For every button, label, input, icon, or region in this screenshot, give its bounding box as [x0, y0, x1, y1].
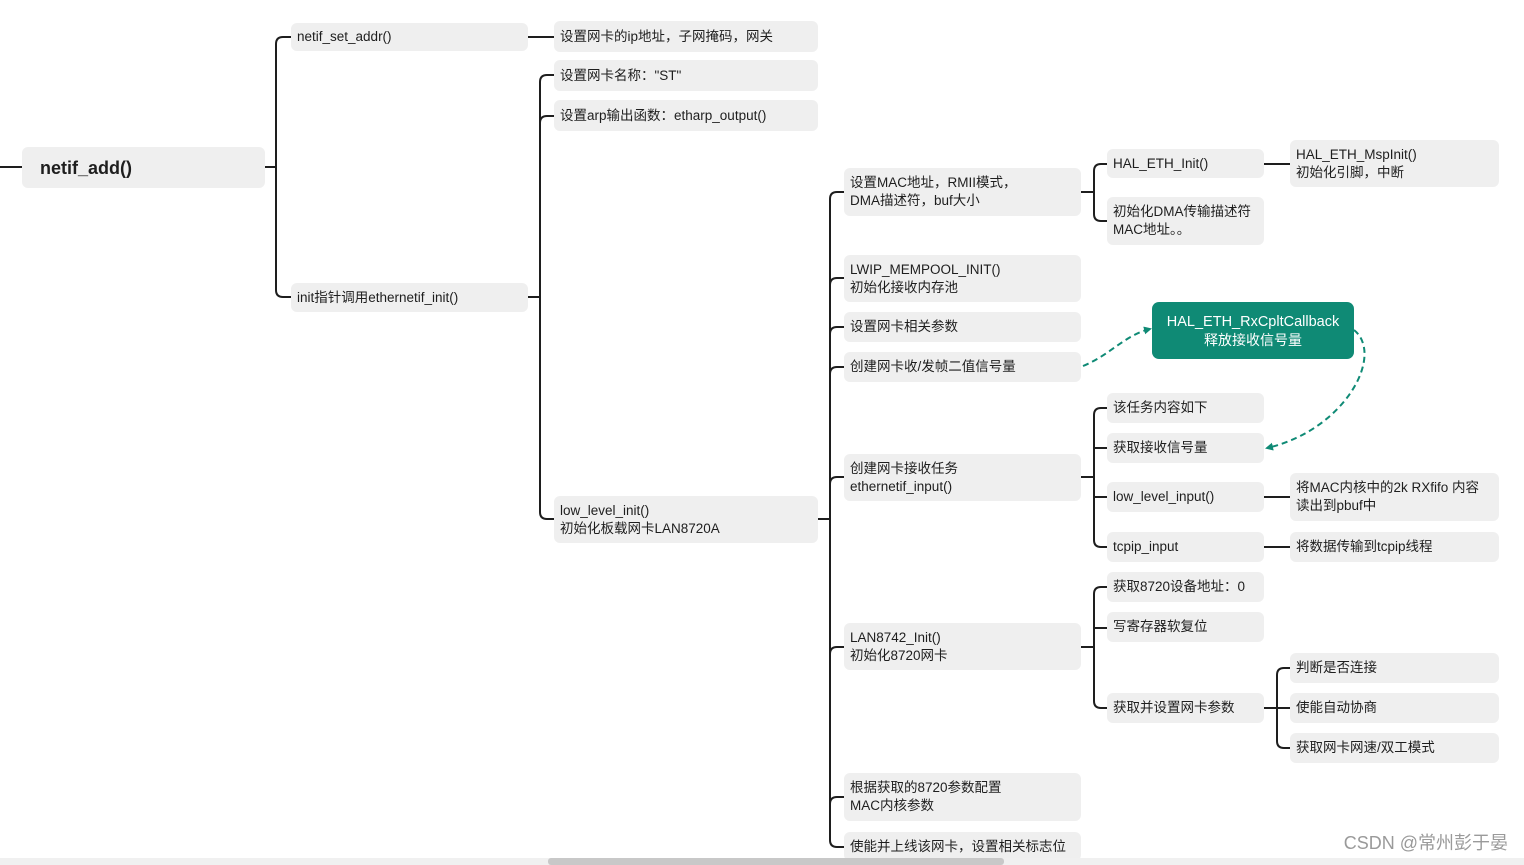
- node-set-params[interactable]: 设置网卡相关参数: [844, 312, 1081, 342]
- node-set-arp[interactable]: 设置arp输出函数：etharp_output(): [554, 100, 818, 131]
- node-tcpip-input[interactable]: tcpip_input: [1107, 532, 1264, 562]
- node-low-level-input[interactable]: low_level_input(): [1107, 482, 1264, 512]
- node-config-mac[interactable]: 根据获取的8720参数配置 MAC内核参数: [844, 773, 1081, 821]
- node-auto-neg[interactable]: 使能自动协商: [1290, 693, 1499, 723]
- node-set-mac[interactable]: 设置MAC地址，RMII模式， DMA描述符，buf大小: [844, 168, 1081, 216]
- node-netif-add[interactable]: netif_add(): [22, 147, 265, 188]
- node-rx-cplt-callback[interactable]: HAL_ETH_RxCpltCallback 释放接收信号量: [1152, 302, 1354, 359]
- node-read-fifo[interactable]: 将MAC内核中的2k RXfifo 内容 读出到pbuf中: [1290, 473, 1499, 521]
- node-netif-set-addr[interactable]: netif_set_addr(): [291, 23, 528, 51]
- edge-root-split: [265, 36, 291, 298]
- node-dma-desc-init[interactable]: 初始化DMA传输描述符 MAC地址。。: [1107, 197, 1264, 245]
- node-get-addr[interactable]: 获取8720设备地址：0: [1107, 572, 1264, 602]
- watermark: CSDN @常州彭于晏: [1343, 833, 1508, 853]
- node-to-tcpip[interactable]: 将数据传输到tcpip线程: [1290, 532, 1499, 562]
- edge-init-children: [528, 74, 554, 520]
- node-hal-eth-init[interactable]: HAL_ETH_Init(): [1107, 149, 1264, 178]
- node-task-content[interactable]: 该任务内容如下: [1107, 393, 1264, 423]
- node-create-task[interactable]: 创建网卡接收任务 ethernetif_input(): [844, 454, 1081, 501]
- node-lwip-mempool[interactable]: LWIP_MEMPOOL_INIT() 初始化接收内存池: [844, 255, 1081, 302]
- edge-params-children: [1264, 667, 1290, 749]
- node-set-name[interactable]: 设置网卡名称："ST": [554, 60, 818, 91]
- node-get-speed[interactable]: 获取网卡网速/双工模式: [1290, 733, 1499, 763]
- node-soft-reset[interactable]: 写寄存器软复位: [1107, 612, 1264, 642]
- node-get-set-params[interactable]: 获取并设置网卡参数: [1107, 693, 1264, 723]
- scrollbar-thumb[interactable]: [548, 858, 1004, 865]
- node-enable-netif[interactable]: 使能并上线该网卡，设置相关标志位: [844, 832, 1081, 861]
- node-check-link[interactable]: 判断是否连接: [1290, 653, 1499, 683]
- node-create-sem[interactable]: 创建网卡收/发帧二值信号量: [844, 352, 1081, 382]
- node-lan8742-init[interactable]: LAN8742_Init() 初始化8720网卡: [844, 623, 1081, 670]
- horizontal-scrollbar[interactable]: [0, 858, 1524, 865]
- edge-task-children: [1081, 407, 1107, 548]
- dashed-arrow-sem-to-callback: [1082, 326, 1152, 367]
- node-low-level-init[interactable]: low_level_init() 初始化板载网卡LAN8720A: [554, 496, 818, 543]
- edge-lowlevel-children: [818, 191, 844, 848]
- edge-lan-children: [1081, 586, 1107, 709]
- node-init-call[interactable]: init指针调用ethernetif_init(): [291, 283, 528, 312]
- node-get-sem[interactable]: 获取接收信号量: [1107, 433, 1264, 463]
- node-set-ip[interactable]: 设置网卡的ip地址，子网掩码，网关: [554, 21, 818, 52]
- node-hal-eth-mspinit[interactable]: HAL_ETH_MspInit() 初始化引脚，中断: [1290, 140, 1499, 187]
- edge-setmac-children: [1081, 163, 1107, 222]
